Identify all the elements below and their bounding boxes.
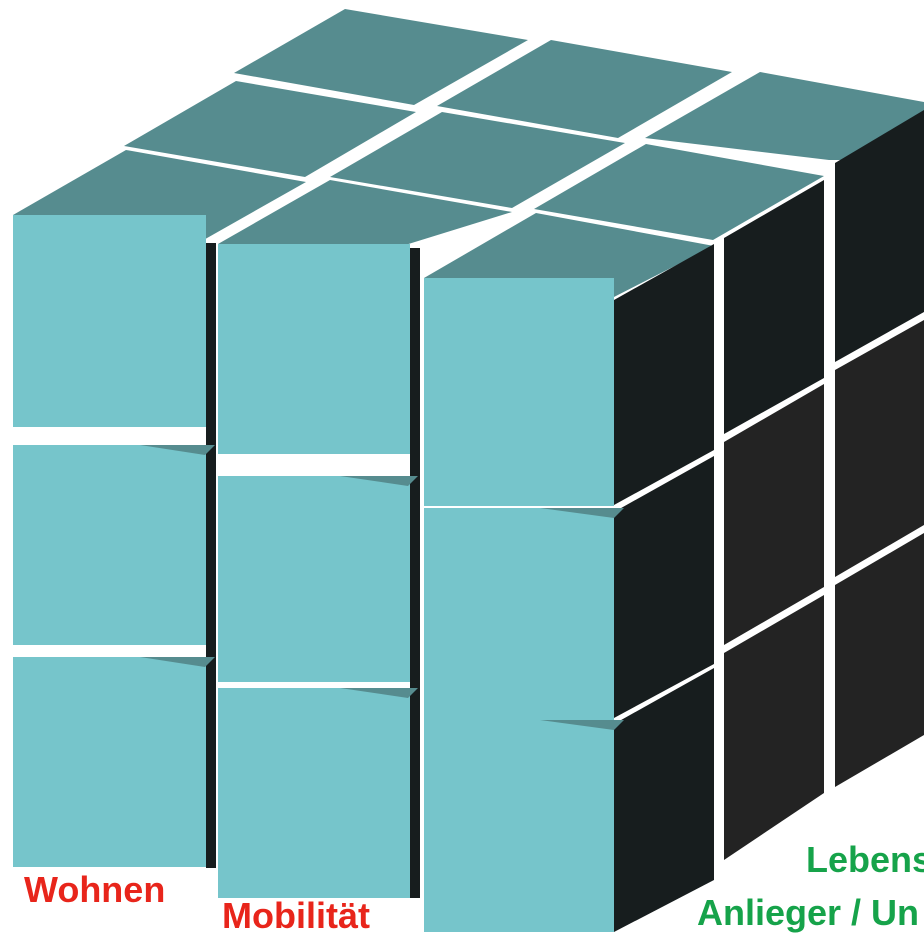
- front-cell-left-middle: [13, 445, 206, 645]
- front-cell-right-top: [424, 278, 614, 506]
- label-lebens: Lebens: [806, 842, 924, 878]
- front-cell-right-bottom: [424, 720, 614, 932]
- side-cell-back-middle: [835, 320, 924, 577]
- label-wohnen: Wohnen: [24, 872, 165, 908]
- side-cell-back-bottom: [835, 533, 924, 787]
- front-cell-middle-bottom: [218, 688, 410, 898]
- front-cell-left-bottom: [13, 657, 206, 867]
- label-anlieger: Anlieger / Un: [697, 895, 919, 931]
- label-mobilitaet: Mobilität: [222, 898, 370, 934]
- front-cell-left-top: [13, 215, 206, 427]
- front-gap-left-1: [206, 243, 216, 868]
- front-cell-right-middle: [424, 508, 614, 720]
- front-cell-middle-top: [218, 244, 410, 454]
- front-cell-middle-middle: [218, 476, 410, 682]
- front-gap-middle-1: [410, 248, 420, 898]
